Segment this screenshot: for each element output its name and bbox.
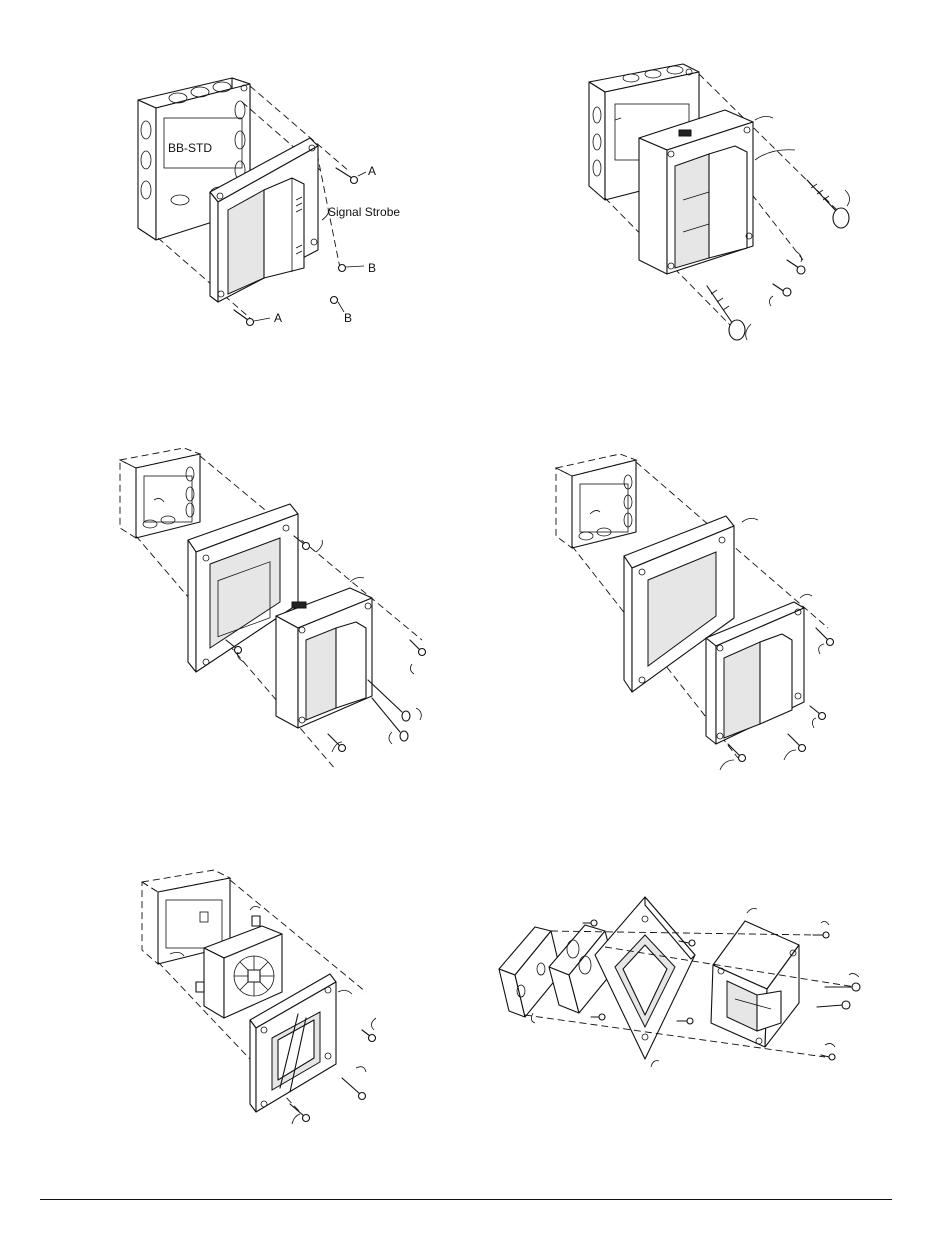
screw-a-top bbox=[336, 168, 358, 184]
screw-b-mid bbox=[339, 265, 346, 272]
figure-1: BB-STD bbox=[120, 60, 420, 360]
figure-4 bbox=[548, 448, 868, 788]
screw-a-bottom-label: A bbox=[274, 311, 282, 325]
back-box bbox=[556, 454, 636, 548]
screw-a-top-label: A bbox=[368, 164, 376, 178]
screw-b-low-label: B bbox=[344, 311, 352, 325]
figure-5-drawing bbox=[130, 868, 400, 1138]
small-screws bbox=[769, 252, 805, 306]
back-box bbox=[120, 448, 200, 538]
box-label: BB-STD bbox=[168, 141, 212, 155]
figure-2-drawing bbox=[575, 60, 875, 360]
screw-b-mid-label: B bbox=[368, 261, 376, 275]
footer-rule bbox=[40, 1199, 892, 1200]
figure-1-drawing: BB-STD bbox=[120, 60, 420, 360]
figure-6 bbox=[495, 895, 875, 1080]
signal-strobe bbox=[639, 110, 753, 274]
screw-b-low bbox=[331, 297, 338, 304]
figure-6-drawing bbox=[495, 895, 875, 1080]
signal-strobe-label: Signal Strobe bbox=[328, 205, 400, 219]
figure-3 bbox=[110, 440, 440, 780]
figure-2 bbox=[575, 60, 875, 360]
signal-strobe bbox=[711, 921, 799, 1047]
trim-plate-diamond bbox=[595, 897, 695, 1067]
figure-3-drawing bbox=[110, 440, 440, 780]
long-screw-top bbox=[807, 180, 850, 228]
figure-5 bbox=[130, 868, 400, 1138]
long-screw-bottom bbox=[707, 286, 751, 340]
figure-4-drawing bbox=[548, 448, 868, 788]
